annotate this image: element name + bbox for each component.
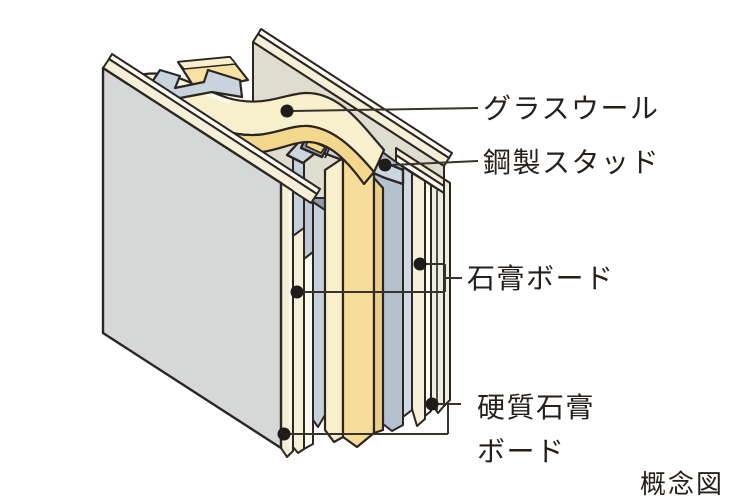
caption-conceptual-diagram: 概念図	[640, 470, 725, 500]
leader-glass-wool	[292, 107, 479, 112]
leader-steel-stud	[390, 160, 479, 166]
right-gypsum-board-edge	[411, 172, 426, 427]
glass-wool-slab	[323, 151, 385, 449]
hard-gypsum-gray-face	[101, 66, 283, 450]
label-glass-wool: グラスウール	[483, 92, 660, 125]
track-wool-block-top	[177, 56, 237, 70]
gray-panel-side-edge	[280, 182, 294, 458]
left-wall-top-cream-edge	[102, 58, 318, 204]
stud-flange-strip	[312, 201, 326, 428]
right-boards-top-cream-strip	[395, 147, 445, 187]
dot-gypsum-left	[290, 285, 304, 299]
label-steel-stud: 鋼製スタッド	[483, 146, 661, 179]
label-hard-gypsum-line1: 硬質石膏	[477, 391, 596, 424]
dot-gypsum-right	[413, 257, 427, 271]
right-white-paper-edge	[424, 180, 432, 417]
left-gypsum-board-edge	[292, 227, 305, 454]
glass-wool-slab-front-face	[341, 151, 376, 449]
dot-hard-left	[277, 427, 291, 441]
left-stud-flange-lower	[303, 195, 314, 260]
top-runner-track	[146, 55, 250, 100]
label-gypsum-board: 石膏ボード	[467, 262, 615, 295]
glass-wool-slab-pale-face	[323, 156, 345, 444]
left-white-paper-edge	[303, 251, 314, 450]
dot-steel-stud	[378, 158, 392, 172]
dot-hard-right	[425, 397, 439, 411]
callout-dots	[277, 104, 439, 441]
left-wall-leaf	[101, 53, 321, 458]
dot-glass-wool	[280, 104, 294, 118]
label-hard-gypsum-line2: ボード	[477, 435, 566, 468]
label-hard-gypsum-board: 硬質石膏 ボード	[477, 386, 595, 474]
glass-wool-slab-side-face	[372, 176, 385, 435]
